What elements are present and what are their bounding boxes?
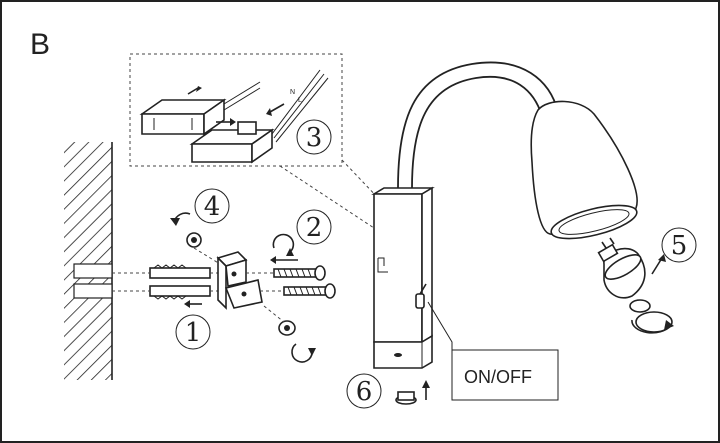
mounting-bracket (216, 251, 263, 310)
step-2-marker: 2 (296, 209, 332, 245)
screw-lower (260, 283, 336, 299)
step-5-marker: 5 (661, 227, 697, 263)
screw-head-top-icon (186, 232, 202, 248)
rotate-arrow-icon (291, 343, 313, 363)
wall-plug-lower (149, 285, 211, 300)
up-arrow-icon (658, 254, 666, 262)
step-6-label: 6 (356, 377, 373, 407)
step-1-marker: 1 (175, 314, 211, 350)
up-arrow-icon (422, 380, 430, 388)
end-cap (395, 391, 417, 405)
on-off-switch (415, 283, 427, 309)
screw-upper (246, 265, 326, 281)
step-4-label: 4 (204, 192, 221, 222)
rotate-arrow-icon (631, 319, 671, 334)
step-6-marker: 6 (346, 373, 382, 409)
step-2-label: 2 (306, 213, 323, 243)
lamp-body (371, 186, 435, 369)
lamp-shade (530, 100, 638, 240)
wall-hole-upper (73, 263, 113, 279)
step-3-label: 3 (306, 123, 323, 153)
wall (64, 142, 113, 380)
terminal-block-upper (139, 81, 261, 136)
step-4-marker: 4 (194, 188, 230, 224)
wiring-detail-box: N L (129, 53, 381, 229)
step-5-label: 5 (671, 231, 688, 261)
wall-plug-upper (149, 264, 211, 279)
section-letter: B (30, 28, 50, 61)
gu10-bulb (597, 237, 646, 299)
retaining-ring (629, 299, 673, 333)
switch-callout-label: ON/OFF (464, 367, 532, 387)
rotate-arrow-icon (272, 233, 295, 253)
terminal-block-lower (189, 69, 329, 164)
push-arrow-icon (184, 300, 190, 308)
step-3-marker: 3 (296, 119, 332, 155)
wall-hole-lower (73, 283, 113, 299)
step-1-label: 1 (185, 318, 202, 348)
gooseneck-arm (397, 61, 559, 189)
wire-label-n: N (290, 89, 295, 96)
screw-head-bottom-icon (278, 320, 296, 336)
wire-label-l: L (298, 97, 302, 104)
